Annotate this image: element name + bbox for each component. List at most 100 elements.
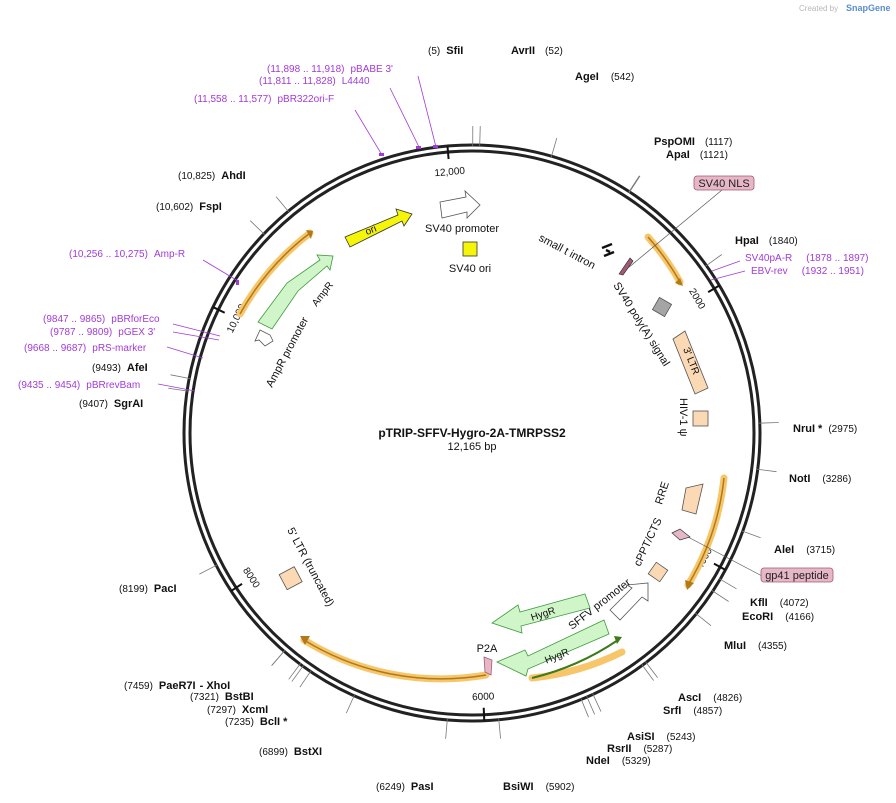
hiv-psi-box bbox=[692, 410, 709, 427]
tick-label: 8000 bbox=[240, 566, 262, 591]
credit-text: Created by bbox=[799, 4, 838, 13]
site-bstbi: (7321)BstBI bbox=[190, 691, 254, 703]
site-leader-line bbox=[168, 387, 189, 392]
site-leader-line bbox=[641, 664, 654, 681]
sv40-nls-marker bbox=[618, 257, 634, 276]
primer-l4440: (11,811 .. 11,828)L4440 bbox=[259, 76, 370, 87]
p2a-marker bbox=[483, 656, 493, 676]
site-kfli: KflI(4072) bbox=[750, 597, 809, 609]
site-leader-line bbox=[711, 590, 729, 602]
site-leader-line bbox=[291, 665, 304, 682]
site-sgrai: (9407)SgrAI bbox=[79, 398, 143, 410]
site-leader-line bbox=[498, 718, 501, 739]
ampr-promoter-arrow bbox=[254, 329, 274, 347]
site-leader-line bbox=[628, 175, 640, 193]
gp41-pill bbox=[760, 567, 834, 583]
site-nrui: NruI *(2975) bbox=[793, 423, 857, 435]
site-pspomi: PspOMI(1117) bbox=[654, 136, 732, 148]
orf-arc-ampr-line bbox=[239, 232, 311, 315]
primer-line-l4440 bbox=[389, 87, 420, 148]
site-leader-line bbox=[249, 220, 265, 235]
site-bcli: (7235)BclI * bbox=[225, 716, 288, 728]
orf-arrowhead-bottom bbox=[300, 636, 310, 645]
primer-pgex: (9787 .. 9809)pGEX 3' bbox=[50, 327, 155, 338]
site-leader-line bbox=[271, 650, 286, 666]
sv40-ori-label: SV40 ori bbox=[449, 263, 491, 275]
primer-line-sv40pa bbox=[711, 260, 741, 272]
site-leader-line bbox=[580, 698, 589, 718]
site-srfi: SrfI(4857) bbox=[663, 705, 722, 717]
backbone-outer bbox=[182, 143, 762, 723]
ori-arrow bbox=[344, 208, 413, 248]
ltr5-box bbox=[278, 566, 303, 591]
orf-arcs bbox=[236, 229, 728, 683]
site-rsrii: RsrII(5287) bbox=[607, 743, 672, 755]
primer-markers bbox=[157, 75, 746, 392]
site-leader-line bbox=[550, 137, 558, 158]
site-sfii: (5)SfiI bbox=[428, 45, 463, 57]
site-leader-line bbox=[645, 661, 658, 678]
cppt-box bbox=[647, 561, 669, 583]
ampr-arrow bbox=[257, 254, 334, 330]
rre-box bbox=[681, 483, 704, 515]
sv40-nls-pill bbox=[693, 175, 755, 191]
site-leader-line bbox=[758, 422, 779, 424]
site-mlui: MluI(4355) bbox=[724, 640, 787, 652]
gp41-leader bbox=[687, 536, 763, 577]
orf-arrowhead-gp41 bbox=[685, 580, 694, 590]
tick-label: 6000 bbox=[472, 691, 495, 703]
site-apai: ApaI(1121) bbox=[666, 149, 728, 161]
sv40-nls-callout: SV40 NLS bbox=[627, 175, 755, 269]
snapgene-logo: SnapGene bbox=[846, 3, 891, 13]
primer-pbrrevbam: (9435 .. 9454)pBRrevBam bbox=[18, 380, 140, 391]
primer-ebvrev: EBV-rev(1932 .. 1951) bbox=[751, 266, 864, 277]
site-pasi: (6249)PasI bbox=[376, 781, 434, 793]
site-ecori: EcoRI(4166) bbox=[742, 611, 814, 623]
orf-arc-hygr-line bbox=[531, 639, 619, 679]
tick-mark bbox=[446, 145, 450, 160]
site-fspi: (10,602)FspI bbox=[156, 201, 222, 213]
primer-mark-pbr322ori bbox=[379, 153, 384, 156]
hiv-psi-label: HIV-1 ψ bbox=[677, 398, 689, 437]
primer-line-ebvrev bbox=[710, 270, 746, 281]
primer-pbrforeco: (9847 .. 9865)pBRforEco bbox=[43, 314, 160, 325]
site-leader-line bbox=[586, 695, 595, 715]
plasmid-name: pTRIP-SFFV-Hygro-2A-TMRPSS2 bbox=[378, 426, 566, 440]
sffv-promoter-arrow bbox=[609, 582, 649, 621]
sv40-nls-leader bbox=[627, 189, 723, 269]
small-t-intron-mark bbox=[601, 242, 615, 258]
site-leader-line bbox=[479, 126, 481, 147]
primer-sv40pa: SV40pA-R(1878 .. 1897) bbox=[745, 253, 869, 264]
orf-arc-bottom-line bbox=[303, 639, 487, 680]
tick-mark bbox=[713, 562, 726, 571]
sv40-ori-box bbox=[462, 241, 478, 257]
p2a-label: P2A bbox=[477, 643, 498, 655]
tick-label: 2000 bbox=[686, 287, 707, 312]
primer-mark-l4440 bbox=[416, 146, 421, 149]
site-bsiwi: BsiWI(5902) bbox=[503, 781, 574, 793]
primer-mark-ampr bbox=[236, 280, 239, 285]
site-leader-line bbox=[288, 663, 301, 680]
orf-arrowhead-sv40 bbox=[675, 278, 683, 286]
hygr-arrow-1 bbox=[491, 593, 591, 634]
site-leader-line bbox=[756, 468, 777, 473]
site-leader-line bbox=[170, 374, 191, 379]
ltr5-label: 5' LTR (truncated) bbox=[284, 526, 336, 609]
site-afei: (9493)AfeI bbox=[92, 362, 148, 374]
site-labels: (5)SfiI AvrII(52) AgeI(542) PspOMI(1117)… bbox=[79, 45, 857, 793]
sv40-polya-box bbox=[651, 296, 673, 318]
primer-line-pbrrevbam bbox=[157, 383, 196, 392]
ori-label: ori bbox=[364, 223, 378, 237]
site-leader-line bbox=[628, 175, 641, 193]
orf-arrowhead-hygr bbox=[614, 636, 622, 644]
site-bstxi: (6899)BstXI bbox=[259, 746, 322, 758]
site-paer7i: (7459)PaeR7I- XhoI bbox=[124, 680, 230, 692]
small-t-intron-label: small t intron bbox=[537, 232, 598, 272]
gp41-label: gp41 peptide bbox=[765, 570, 829, 582]
ltr3-box bbox=[672, 330, 709, 395]
primer-line-pbabe bbox=[417, 75, 437, 148]
sv40-promoter-arrow bbox=[439, 189, 481, 219]
tick-mark bbox=[230, 582, 243, 592]
site-leader-line bbox=[741, 530, 761, 539]
